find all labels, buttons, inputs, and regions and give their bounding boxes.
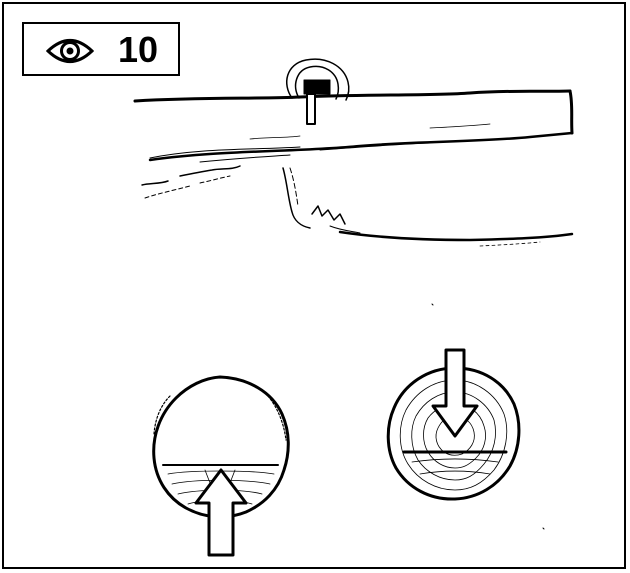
log-end-left (154, 377, 289, 555)
tool-icon (287, 59, 349, 124)
plank-top (135, 91, 572, 162)
plank-bottom (142, 166, 572, 246)
log-end-right (388, 350, 519, 499)
